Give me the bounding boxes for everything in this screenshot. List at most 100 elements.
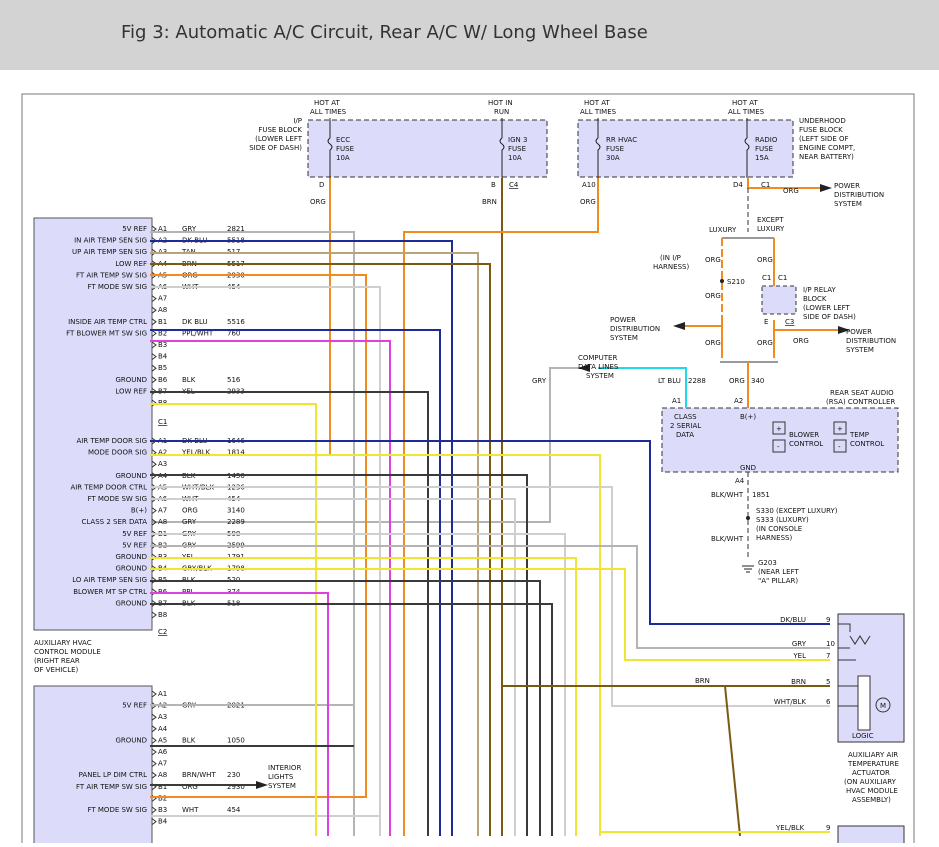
splice-3: HARNESS) xyxy=(756,534,792,542)
ex-org-1: ORG xyxy=(757,256,773,264)
module-pin-circuit: 5516 xyxy=(227,318,245,326)
actuator-motor xyxy=(875,697,891,713)
actuator-pin-color: BRN xyxy=(791,678,806,686)
temp-minus: - xyxy=(838,443,841,451)
temp-minus-button xyxy=(833,439,847,453)
actuator-pin-color: DK/BLU xyxy=(780,616,806,624)
module-pin-color: BLK xyxy=(182,376,196,384)
pd-2-line-2: SYSTEM xyxy=(610,334,638,342)
pd-3-line-2: SYSTEM xyxy=(846,346,874,354)
lux-org-1: ORG xyxy=(705,256,721,264)
module-pin-marker xyxy=(151,507,157,514)
lower-pin-color: BRN/WHT xyxy=(182,771,216,779)
underhood-fuse-block-box xyxy=(577,119,794,178)
ign3-hot-0: HOT IN xyxy=(488,99,513,107)
module-pin-name: B(+) xyxy=(131,507,147,515)
actuator-pin-number: 5 xyxy=(826,678,830,686)
arrow-interior-lights xyxy=(256,781,268,789)
module-pin-id: A7 xyxy=(158,507,167,515)
module-pin-marker xyxy=(151,611,157,619)
wire-1646 xyxy=(150,440,830,625)
actuator-pin-color: GRY xyxy=(792,640,807,648)
wire-1791 xyxy=(150,557,577,836)
rrhvac-wire-color: ORG xyxy=(580,198,596,206)
module-pin-id: A8 xyxy=(158,518,167,526)
rrhvac-fuse-symbol xyxy=(595,118,601,178)
module-pin-marker xyxy=(151,364,157,372)
ip-fuse-block: I/P FUSE BLOCK (LOWER LEFT SIDE OF DASH)… xyxy=(249,99,548,189)
module-pin-color: ORG xyxy=(182,507,198,515)
module-pin-name: IN AIR TEMP SEN SIG xyxy=(74,237,147,245)
ground-1: (NEAR LEFT xyxy=(758,568,799,576)
ecc-name-1: FUSE xyxy=(336,145,354,153)
ign3-name-2: 10A xyxy=(508,154,522,162)
relay-terminal-c3: C3 xyxy=(785,318,794,326)
computer-data-0: COMPUTER xyxy=(578,354,617,362)
aux-hvac-module-box xyxy=(33,217,153,631)
lower-pin-color: ORG xyxy=(182,783,198,791)
wire-760 xyxy=(150,340,391,836)
page-title: Fig 3: Automatic A/C Circuit, Rear A/C W… xyxy=(121,22,648,43)
lower-module-box xyxy=(33,685,153,847)
lower-pin-name: FT AIR TEMP SW SIG xyxy=(76,783,147,791)
module-pin-marker xyxy=(151,306,157,314)
module-pin-name: LOW REF xyxy=(115,387,147,395)
module-pin-marker xyxy=(151,341,157,349)
rrhvac-hot-0: HOT AT xyxy=(584,99,611,107)
ign3-name-0: IGN 3 xyxy=(508,136,527,144)
diagram-frame xyxy=(21,93,915,847)
rsa-bplus: B(+) xyxy=(740,413,756,421)
wire-luxury-lower xyxy=(685,318,723,358)
ign3-fuse-symbol xyxy=(499,118,505,178)
lower-pin-name: GROUND xyxy=(115,736,147,744)
module-pin-color: YEL/BLK xyxy=(181,449,211,457)
relay-label-3: SIDE OF DASH) xyxy=(803,313,856,321)
relay-box xyxy=(761,285,797,315)
module-pin-name: AIR TEMP DOOR SIG xyxy=(76,437,147,445)
rrhvac-name-0: RR HVAC xyxy=(606,136,637,144)
harness-wires xyxy=(150,231,830,837)
splice-s210-dot xyxy=(720,279,724,283)
pd-2-line-1: DISTRIBUTION xyxy=(610,325,660,333)
module-pin-name: GROUND xyxy=(115,376,147,384)
module-pin-name: CLASS 2 SER DATA xyxy=(81,518,147,526)
module-label-2: (RIGHT REAR xyxy=(34,657,80,665)
module-pin-name: GROUND xyxy=(115,599,147,607)
module-pin-circuit: 1814 xyxy=(227,449,245,457)
radio-fuse-symbol xyxy=(744,118,750,178)
brn-branch-label: BRN xyxy=(695,677,710,685)
temp-label-0: TEMP xyxy=(849,431,869,439)
actuator-label-1: TEMPERATURE xyxy=(847,760,899,768)
interior-lights-2: SYSTEM xyxy=(268,782,296,790)
bottom-actuator-box xyxy=(837,825,905,847)
relay-pd-org: ORG xyxy=(793,337,809,345)
uh-label-1: FUSE BLOCK xyxy=(799,126,843,134)
rrhvac-terminal: A10 xyxy=(582,181,596,189)
ecc-fuse-symbol xyxy=(327,118,333,178)
module-pin-name: LO AIR TEMP SEN SIG xyxy=(72,576,147,584)
ip-harness-0: (IN I/P xyxy=(660,254,681,262)
wire-1236 xyxy=(150,486,830,707)
wire-374 xyxy=(150,592,329,836)
lower-pin-id: B2 xyxy=(158,794,167,802)
ign3-connector: C4 xyxy=(509,181,519,189)
uh-label-0: UNDERHOOD xyxy=(799,117,846,125)
module-pin-name: MODE DOOR SIG xyxy=(88,449,147,457)
rsa-pin-a4: A4 xyxy=(735,477,745,485)
relay-terminal-e: E xyxy=(764,318,768,326)
module-pin-circuit: 2289 xyxy=(227,518,245,526)
module-pin-circuit: 516 xyxy=(227,376,241,384)
lower-pin-marker xyxy=(151,760,157,767)
actuator-potentiometer xyxy=(838,623,871,707)
splice-1: S333 (LUXURY) xyxy=(756,516,809,524)
lower-pin-name: PANEL LP DIM CTRL xyxy=(79,771,147,779)
wiring-diagram: I/P FUSE BLOCK (LOWER LEFT SIDE OF DASH)… xyxy=(0,70,939,847)
module-pin-id: A7 xyxy=(158,295,167,303)
computer-data-1: DATA LINES xyxy=(578,363,619,371)
module-pin-name: UP AIR TEMP SEN SIG xyxy=(72,248,147,256)
rsa-org-label: ORG xyxy=(729,377,745,385)
wire-2930 xyxy=(150,274,367,798)
module-pin-id: A2 xyxy=(158,449,167,457)
ign3-terminal: B xyxy=(491,181,496,189)
